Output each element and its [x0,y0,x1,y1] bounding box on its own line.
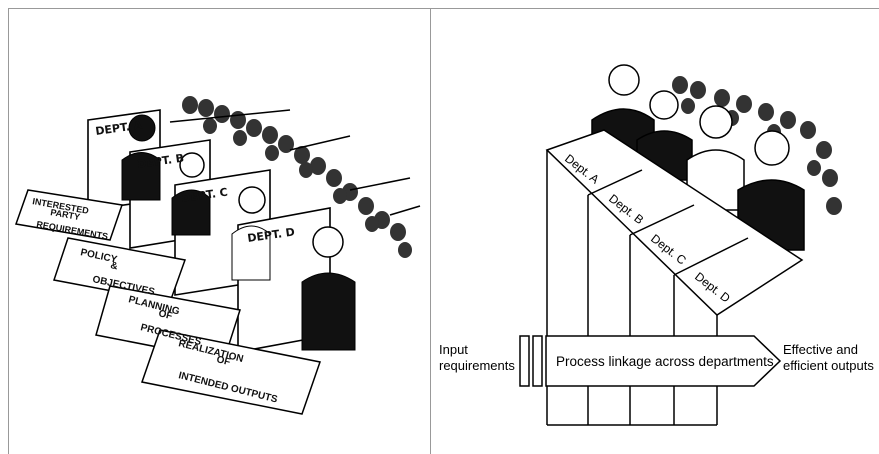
crowd-right [672,76,842,215]
arrow-label: Process linkage across departments [556,354,774,369]
silo-dept-c: DEPT. C [181,186,229,205]
people-left [121,114,356,351]
input-label-line1: Input [439,342,468,357]
process-arrow [545,335,782,387]
silo-dept-b: DEPT. B [137,152,185,171]
output-label-line2: efficient outputs [783,358,874,373]
top-border [8,8,879,9]
input-label-line2: requirements [439,358,515,373]
dept-table [545,129,804,316]
step4-line2: OF [215,354,231,368]
left-border [8,8,9,454]
input-bar-2 [532,335,543,387]
panel-divider [430,8,431,454]
input-label: Input requirements [439,342,515,374]
step3-line2: OF [157,308,173,322]
output-label-line1: Effective and [783,342,858,357]
silo-illustration: DEPT. A DEPT. B DEPT. C DEPT. D INTEREST… [14,96,421,415]
step2-line2: & [109,260,118,272]
linkage-diagram: Dept. A Dept. B Dept. C Dept. D Process … [519,64,842,426]
output-label: Effective and efficient outputs [783,342,874,374]
step-sheets [14,189,321,415]
crowd-left [182,96,412,258]
input-bar-1 [519,335,530,387]
